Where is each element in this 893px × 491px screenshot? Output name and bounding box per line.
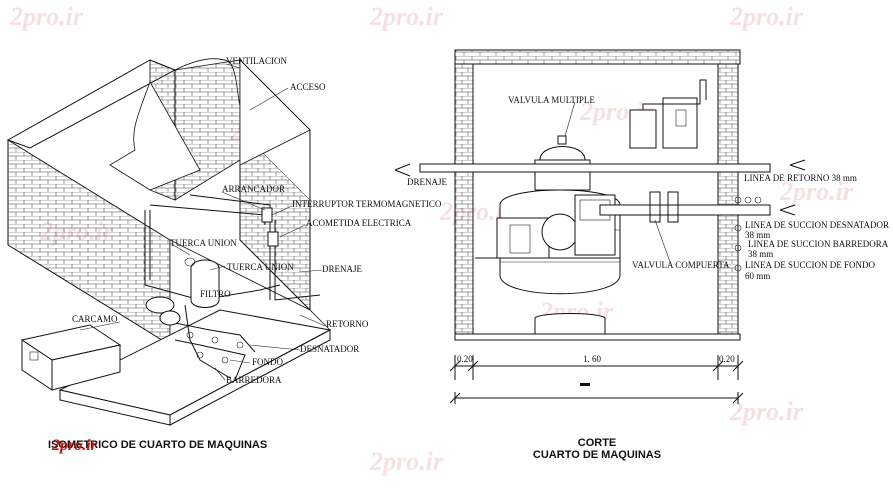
label-linea-barredora: LINEA DE SUCCION BARREDORA bbox=[748, 239, 889, 249]
label-retorno: RETORNO bbox=[326, 319, 369, 329]
corte-drain-pipe bbox=[419, 163, 771, 173]
corte-floor bbox=[454, 333, 741, 341]
label-arrancador: ARRANCADOR bbox=[222, 184, 285, 194]
watermark-text: 2pro.ir bbox=[729, 397, 804, 426]
label-linea-retorno: LINEA DE RETORNO 38 mm bbox=[744, 173, 857, 183]
watermark-text: 2pro.ir bbox=[369, 2, 444, 31]
iso-arrancador bbox=[261, 207, 273, 223]
corte-title-line2: CUARTO DE MAQUINAS bbox=[533, 449, 661, 461]
iso-title: ISOMETRICO DE CUARTO DE MAQUINAS bbox=[48, 439, 267, 451]
label-valvula-compuerta: VALVULA COMPUERTA bbox=[632, 260, 730, 270]
label-carcamo: CARCAMO bbox=[72, 314, 118, 324]
corte-panel bbox=[629, 109, 657, 149]
watermark-text: 2pro.ir bbox=[729, 2, 804, 31]
watermark-text: 2pro.ir bbox=[369, 447, 444, 476]
dimension-line: 0.20 1. 60 0.20 bbox=[449, 354, 744, 404]
label-linea-fondo: LINEA DE SUCCION DE FONDO bbox=[745, 260, 875, 270]
label-ventilacion: VENTILACION bbox=[226, 56, 287, 66]
iso-pump bbox=[145, 296, 175, 314]
corte-pump bbox=[496, 217, 550, 259]
label-barredora: BARREDORA bbox=[226, 375, 282, 385]
label-desnatador: DESNATADOR bbox=[300, 344, 359, 354]
corte-valvula-multiple bbox=[539, 146, 586, 161]
iso-back-wall bbox=[174, 59, 241, 201]
label-linea-desnatador: LINEA DE SUCCION DESNATADOR bbox=[745, 220, 889, 230]
corte-return-pipe bbox=[599, 204, 771, 216]
label-acometida: ACOMETIDA ELECTRICA bbox=[306, 218, 412, 228]
label-corte-drenaje: DRENAJE bbox=[407, 177, 448, 187]
corte-title-line1: CORTE bbox=[578, 437, 617, 449]
label-drenaje: DRENAJE bbox=[322, 264, 363, 274]
dim-right: 0.20 bbox=[719, 354, 735, 364]
label-linea-desnatador-size: 38 mm bbox=[745, 230, 770, 240]
corte-view: VALVULA MULTIPLE DRENAJE LINEA DE RETORN… bbox=[394, 49, 889, 461]
isometric-view: VENTILACION ACCESO ARRANCADOR INTERRUPTO… bbox=[6, 56, 442, 451]
label-fondo: FONDO bbox=[252, 357, 284, 367]
label-interruptor: INTERRUPTOR TERMOMAGNETICO bbox=[292, 199, 442, 209]
label-filtro: FILTRO bbox=[200, 289, 231, 299]
corte-slab bbox=[454, 49, 741, 65]
corte-left-wall bbox=[454, 63, 474, 335]
brand-watermark: 2pro.ir bbox=[51, 437, 98, 454]
dim-center: 1. 60 bbox=[583, 354, 602, 364]
watermark-text: 2pro.ir bbox=[9, 2, 84, 31]
label-linea-barredora-size: 38 mm bbox=[748, 249, 773, 259]
label-tuerca-union-2: TUERCA UNION bbox=[227, 262, 294, 272]
label-linea-fondo-size: 60 mm bbox=[745, 271, 770, 281]
label-valvula-multiple: VALVULA MULTIPLE bbox=[508, 95, 595, 105]
acceso-opening bbox=[109, 81, 201, 191]
watermark-text: 2pro.ir bbox=[779, 177, 854, 206]
iso-interruptor bbox=[267, 231, 279, 247]
dim-left: 0.20 bbox=[457, 354, 473, 364]
label-acceso: ACCESO bbox=[290, 82, 326, 92]
label-tuerca-union: TUERCA UNION bbox=[170, 238, 237, 248]
